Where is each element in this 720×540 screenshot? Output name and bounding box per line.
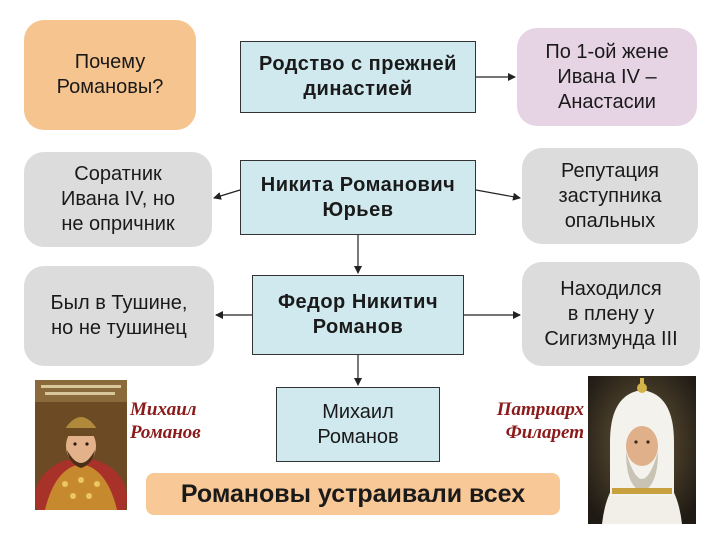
conclusion-banner: Романовы устраивали всех (146, 473, 560, 515)
tushino-box: Был в Тушине, но не тушинец (24, 266, 214, 366)
patriarch-portrait-icon (588, 376, 696, 524)
right-portrait-caption: Патриарх Филарет (496, 399, 584, 443)
question-box: Почему Романовы? (24, 20, 196, 130)
first-wife-box: По 1-ой жене Ивана IV – Анастасии (517, 28, 697, 126)
comrade-box: Соратник Ивана IV, но не опричник (24, 152, 212, 247)
left-portrait-caption: Михаил Романов (130, 399, 201, 443)
arrow-nikita-to-comrade (213, 189, 241, 200)
arrow-nikita-to-reputation (475, 189, 521, 201)
fedor-box: Федор Никитич Романов (252, 275, 464, 355)
mikhail-box: Михаил Романов (276, 387, 440, 462)
nikita-box: Никита Романович Юрьев (240, 160, 476, 235)
tsar-portrait-icon (35, 380, 127, 510)
captivity-box: Находился в плену у Сигизмунда III (522, 262, 700, 366)
kinship-box: Родство с прежней династией (240, 41, 476, 113)
reputation-box: Репутация заступника опальных (522, 148, 698, 244)
